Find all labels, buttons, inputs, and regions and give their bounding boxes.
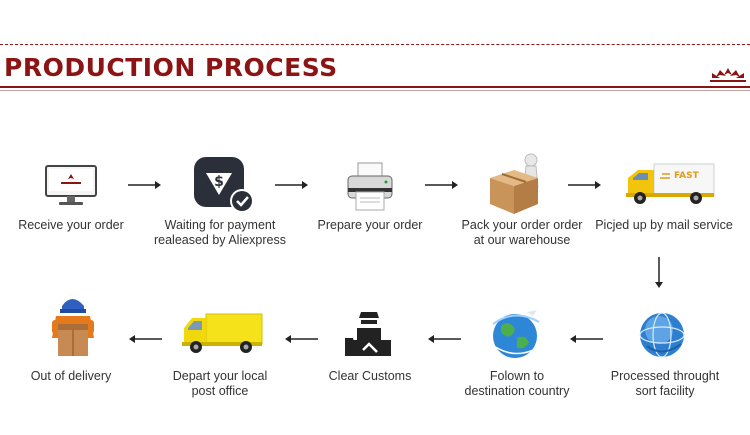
title-underline-thin bbox=[0, 90, 750, 91]
arrow-right-icon bbox=[425, 181, 458, 189]
earth-icon bbox=[490, 310, 542, 358]
printer-icon bbox=[347, 162, 393, 211]
arrow-down-icon bbox=[655, 257, 663, 288]
svg-text:FAST: FAST bbox=[674, 171, 700, 181]
customs-icon bbox=[345, 312, 391, 356]
step-label-depart-post-office: Depart your local post office bbox=[172, 369, 268, 398]
page-title: PRODUCTION PROCESS bbox=[4, 53, 338, 82]
step-label-out-of-delivery: Out of delivery bbox=[30, 369, 112, 383]
arrow-left-icon bbox=[129, 335, 162, 343]
step-label-pack-order: Pack your order order at our warehouse bbox=[461, 218, 583, 247]
arrow-right-icon bbox=[128, 181, 161, 189]
step-label-clear-customs: Clear Customs bbox=[328, 369, 412, 383]
van-icon bbox=[182, 313, 263, 353]
package-icon bbox=[490, 153, 539, 214]
step-label-receive-order: Receive your order bbox=[18, 218, 124, 232]
courier-icon bbox=[52, 299, 94, 356]
top-dashed-divider bbox=[0, 44, 750, 45]
payment-icon: $ bbox=[194, 157, 254, 213]
truck-icon: FAST bbox=[626, 163, 715, 204]
arrow-right-icon bbox=[568, 181, 601, 189]
step-label-flown: Folown to destination country bbox=[464, 369, 570, 398]
svg-text:$: $ bbox=[214, 174, 224, 190]
monitor-icon bbox=[45, 165, 97, 205]
step-label-picked-up: Picjed up by mail service bbox=[595, 218, 733, 232]
arrow-left-icon bbox=[428, 335, 461, 343]
arrow-left-icon bbox=[285, 335, 318, 343]
step-label-waiting-payment: Waiting for payment realeased by Aliexpr… bbox=[153, 218, 287, 247]
globe-icon bbox=[639, 312, 685, 358]
title-underline bbox=[0, 86, 750, 88]
arrow-left-icon bbox=[570, 335, 603, 343]
brand-logo-icon bbox=[710, 68, 746, 82]
arrow-right-icon bbox=[275, 181, 308, 189]
step-label-processed: Processed throught sort facility bbox=[610, 369, 720, 398]
step-label-prepare-order: Prepare your order bbox=[317, 218, 423, 232]
